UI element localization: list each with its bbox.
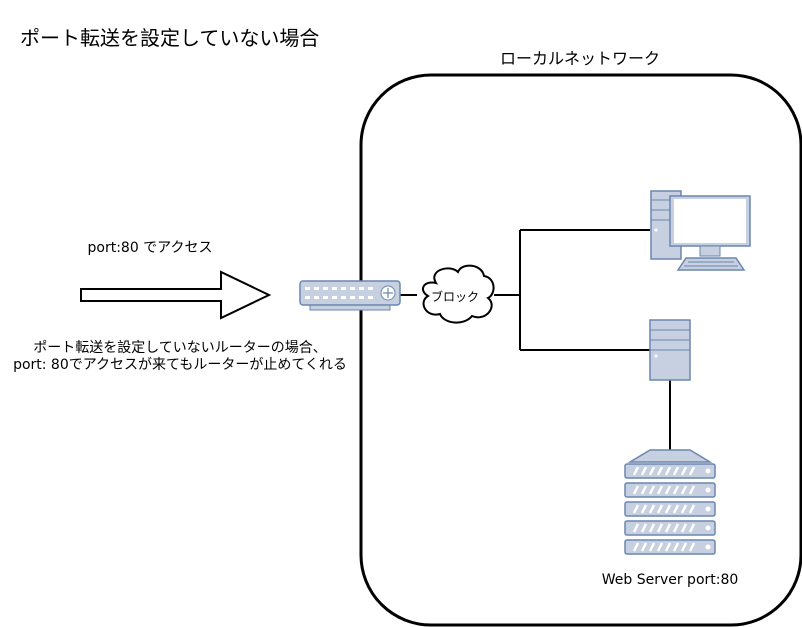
desktop-pc-icon	[650, 190, 751, 271]
note-text: ポート転送を設定していないルーターの場合、 port: 80でアクセスが来てもル…	[10, 340, 350, 374]
tower-server-icon	[649, 319, 691, 381]
local-network-label: ローカルネットワーク	[499, 49, 660, 68]
connection-lines	[400, 229, 671, 450]
arrow-right-icon	[80, 270, 272, 320]
note-line-2: port: 80でアクセスが来てもルーターが止めてくれる	[13, 357, 347, 373]
note-line-1: ポート転送を設定していないルーターの場合、	[33, 340, 327, 356]
web-server-label: Web Server port:80	[601, 572, 739, 588]
local-network-boundary	[359, 73, 802, 627]
cloud-icon	[421, 264, 495, 324]
rack-server-icon	[624, 449, 716, 555]
block-label: ブロック	[430, 290, 479, 304]
router-icon	[299, 280, 401, 311]
access-label: port:80 でアクセス	[87, 240, 213, 256]
page-title: ポート転送を設定していない場合	[20, 26, 320, 50]
